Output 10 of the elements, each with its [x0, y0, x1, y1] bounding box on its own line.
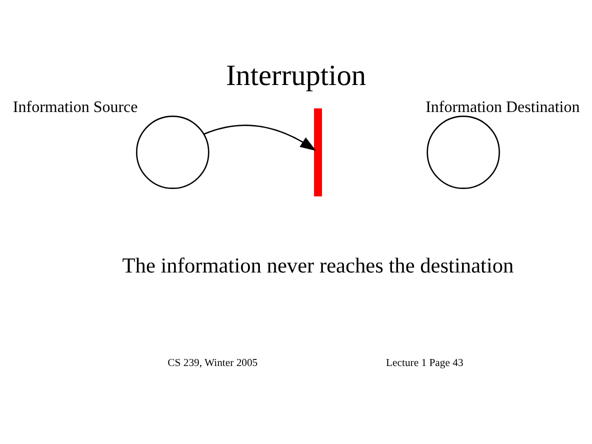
node-label: Information Destination — [426, 98, 580, 116]
label: CS 239, Winter 2005 — [168, 358, 258, 370]
label: Lecture 1 Page 43 — [386, 358, 464, 370]
node-circle — [426, 116, 500, 189]
diagram-title: Interruption — [226, 60, 366, 92]
label: The information never reaches the destination — [122, 254, 514, 278]
arrow — [204, 124, 316, 151]
node-label: Information Source — [12, 98, 138, 116]
node-circle — [136, 116, 210, 189]
node-bar — [314, 108, 322, 196]
